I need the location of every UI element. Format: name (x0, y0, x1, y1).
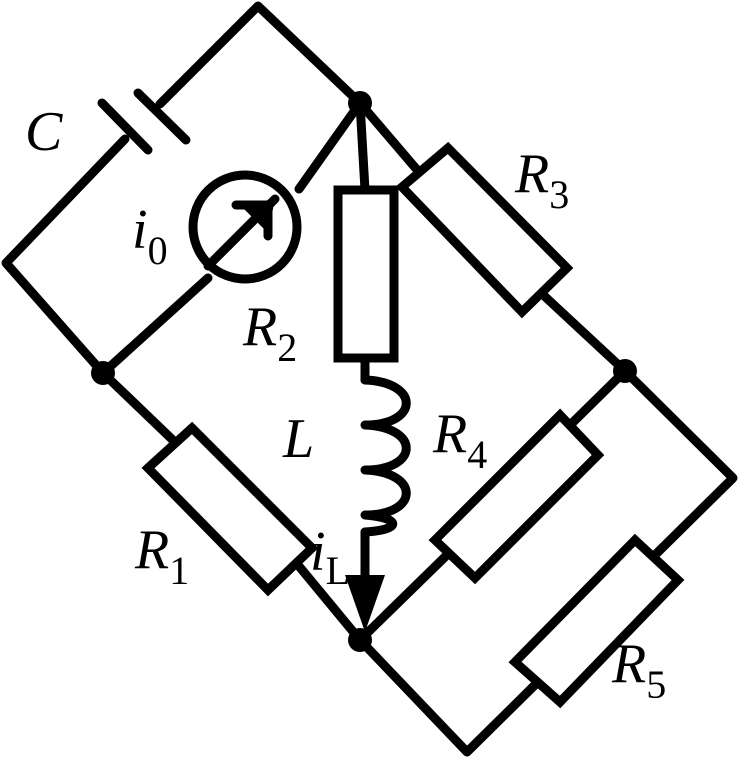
label-l: L (282, 408, 314, 470)
node-bottom (348, 628, 372, 652)
label-c: C (25, 101, 63, 163)
r1-branch (98, 368, 365, 645)
node-right (613, 359, 637, 383)
label-r4: R4 (432, 403, 487, 477)
current-source-i0 (98, 98, 365, 378)
resistor-r1 (141, 421, 319, 597)
center-branch (333, 98, 411, 632)
resistor-r2 (333, 185, 399, 363)
label-i0: i0 (132, 199, 168, 273)
node-left (91, 361, 115, 385)
arrow-icon (345, 575, 385, 632)
resistor-r3 (395, 141, 574, 319)
label-r1: R1 (134, 519, 189, 593)
r4-branch (355, 366, 630, 645)
node-top (348, 91, 372, 115)
resistor-r5 (508, 533, 685, 709)
label-r5: R5 (611, 633, 666, 707)
r5-branch (355, 366, 738, 757)
resistor-r4 (428, 408, 605, 585)
label-il: iL (310, 521, 350, 593)
label-r3: R3 (514, 143, 569, 217)
capacitor-branch (1, 1, 365, 378)
label-r2: R2 (242, 296, 297, 370)
inductor-l (360, 375, 411, 537)
r3-branch (355, 98, 630, 376)
